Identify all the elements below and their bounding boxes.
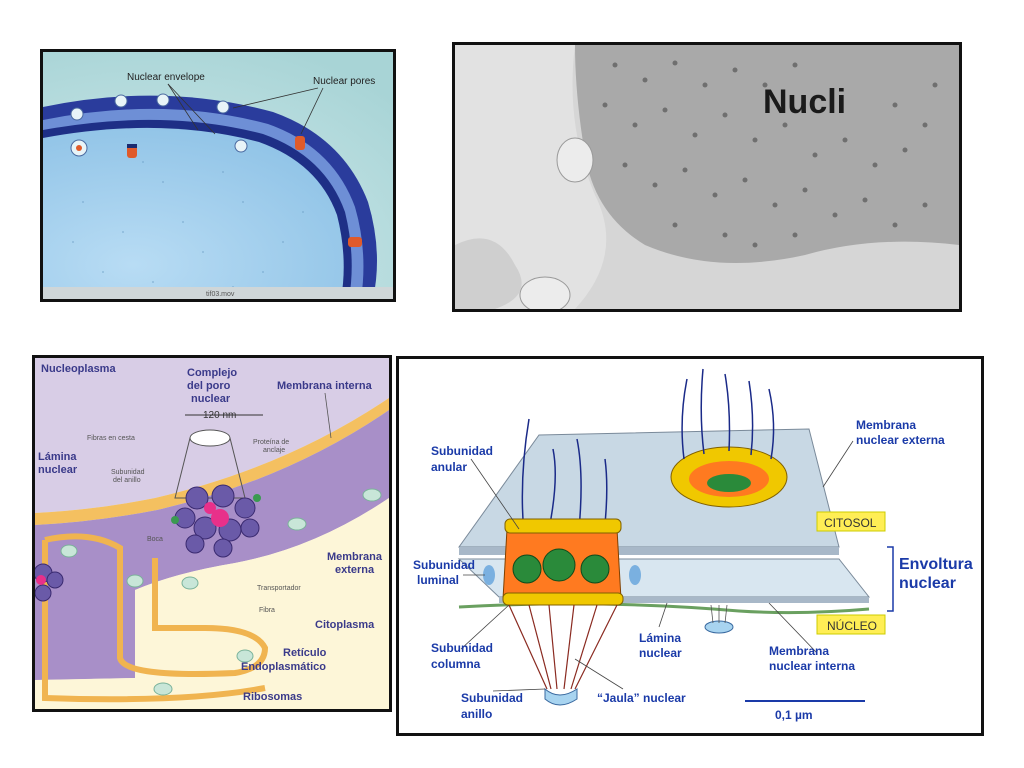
label-membrana-interna-1: Membrana [769, 644, 829, 658]
nucleus-micrograph: Nucli [452, 42, 962, 312]
label-citosol: CITOSOL [824, 516, 877, 530]
label-nuclear-envelope: Nuclear envelope [127, 72, 205, 83]
pore-dots [602, 60, 938, 248]
ribosome-markers [60, 488, 382, 696]
label-proteina-2: anclaje [263, 447, 285, 454]
label-membrana-interna-2: nuclear interna [769, 659, 855, 673]
label-membrana-interna: Membrana interna [277, 380, 373, 392]
label-subunidad-2: del anillo [113, 477, 141, 484]
label-membrana-externa-1: Membrana [327, 551, 383, 563]
label-transportador: Transportador [257, 585, 301, 592]
label-scale: 0,1 µm [775, 708, 813, 722]
micrograph-title: Nucli [763, 83, 846, 121]
label-subunidad-luminal-2: luminal [417, 573, 459, 587]
pore-subunits [174, 484, 260, 558]
label-complejo-3: nuclear [191, 393, 231, 405]
label-boca: Boca [147, 536, 163, 543]
label-subunidad-anillo-1: Subunidad [461, 691, 523, 705]
label-complejo-2: del poro [187, 380, 231, 392]
label-proteina-1: Proteína de [253, 439, 289, 446]
label-fibras: Fibras en cesta [87, 435, 135, 442]
label-nucleo: NÚCLEO [827, 618, 877, 633]
label-nuclear-pores: Nuclear pores [313, 76, 375, 87]
label-complejo-1: Complejo [187, 367, 237, 379]
cross-section-drawing: Nucleoplasma Complejo del poro nuclear 1… [35, 358, 389, 709]
nuclear-pore-markers [127, 136, 362, 247]
label-jaula: “Jaula” nuclear [597, 691, 686, 705]
pore-complex-3d-diagram: Membrana nuclear externa Subunidad anula… [396, 356, 984, 736]
label-ribosomas: Ribosomas [243, 691, 302, 703]
label-lamina-2: nuclear [38, 464, 78, 476]
label-envoltura-1: Envoltura [899, 556, 973, 573]
pore-3d-drawing: Membrana nuclear externa Subunidad anula… [399, 359, 981, 733]
label-subunidad-luminal-1: Subunidad [413, 558, 475, 572]
label-subunidad-anular-1: Subunidad [431, 444, 493, 458]
label-lamina-2: nuclear [639, 646, 682, 660]
label-size: 120 nm [203, 410, 236, 421]
label-membrana-externa-2: externa [335, 564, 375, 576]
nuclear-envelope-illustration: Nuclear envelope Nuclear pores tif03.mov [40, 49, 396, 302]
label-subunidad-anular-2: anular [431, 460, 467, 474]
label-membrana-externa-2: nuclear externa [856, 433, 945, 447]
label-subunidad-columna-1: Subunidad [431, 641, 493, 655]
micrograph-drawing: Nucli [455, 45, 959, 309]
label-reticulo-1: Retículo [283, 647, 327, 659]
label-lamina-1: Lámina [38, 451, 77, 463]
pore-complex-cross-section: Nucleoplasma Complejo del poro nuclear 1… [32, 355, 392, 712]
label-subunidad-1: Subunidad [111, 469, 145, 476]
nuclear-envelope-drawing: Nuclear envelope Nuclear pores tif03.mov [43, 52, 393, 299]
label-fibra: Fibra [259, 607, 275, 614]
label-lamina-1: Lámina [639, 631, 681, 645]
basket-filaments [508, 604, 618, 690]
label-subunidad-anillo-2: anillo [461, 707, 492, 721]
label-reticulo-2: Endoplasmático [241, 661, 326, 673]
label-envoltura-2: nuclear [899, 575, 956, 592]
caption-mov: tif03.mov [206, 291, 235, 298]
label-citoplasma: Citoplasma [315, 619, 375, 631]
label-subunidad-columna-2: columna [431, 657, 481, 671]
label-nucleoplasma: Nucleoplasma [41, 363, 116, 375]
label-membrana-externa-1: Membrana [856, 418, 916, 432]
